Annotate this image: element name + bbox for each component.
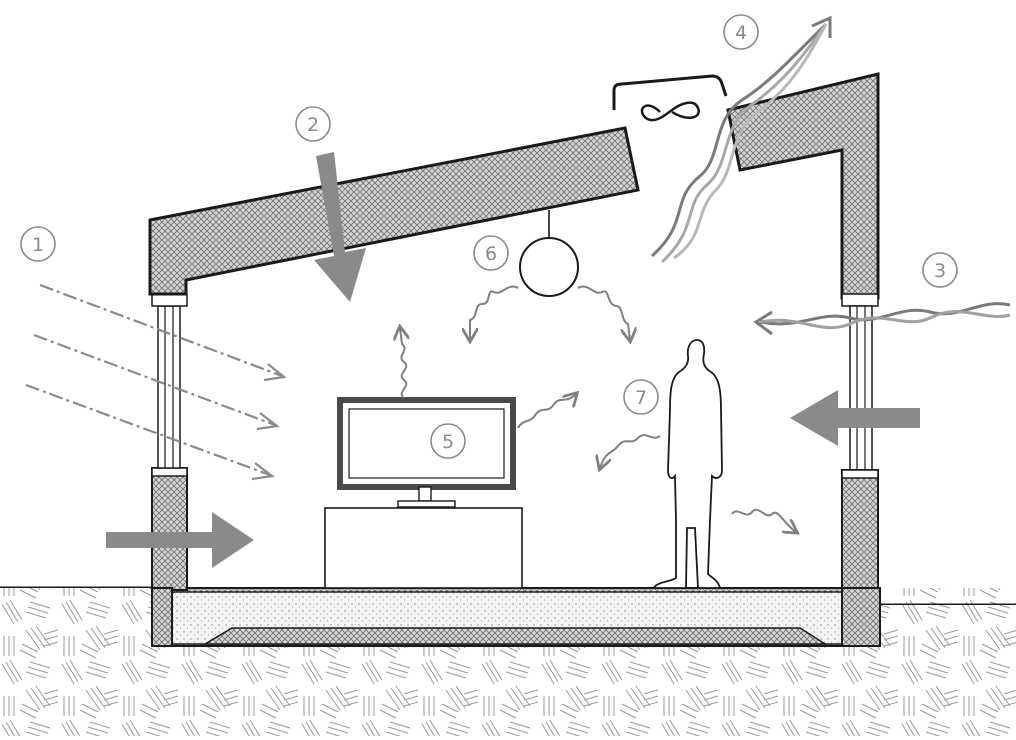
tv-stand — [324, 507, 523, 589]
person-silhouette-icon — [652, 339, 723, 589]
left-footing — [151, 587, 173, 647]
svg-text:4: 4 — [735, 22, 747, 44]
infiltration-wave-arrow — [753, 302, 1011, 336]
left-inflow-arrow — [106, 512, 254, 568]
marker-6: 6 — [473, 235, 509, 271]
svg-text:6: 6 — [485, 243, 497, 265]
marker-2: 2 — [295, 106, 331, 142]
infinity-icon — [640, 101, 700, 122]
internal-heat-squiggles — [400, 285, 796, 532]
svg-text:7: 7 — [635, 387, 647, 409]
floor-slab — [151, 587, 881, 647]
svg-text:2: 2 — [307, 114, 319, 136]
marker-7: 7 — [623, 379, 659, 415]
right-inflow-arrow — [790, 390, 920, 446]
solar-arrowheads — [251, 363, 287, 481]
light-bulb-icon — [519, 210, 579, 297]
roof-heat-arrow — [314, 152, 366, 302]
left-wall — [151, 293, 188, 591]
marker-5: 5 — [430, 423, 466, 459]
svg-text:3: 3 — [934, 260, 946, 282]
marker-3: 3 — [922, 252, 958, 288]
right-wall — [841, 293, 881, 647]
exhaust-wave-arrow — [650, 15, 832, 264]
svg-text:1: 1 — [32, 234, 44, 256]
roof-right — [726, 72, 880, 300]
marker-1: 1 — [20, 226, 56, 262]
marker-4: 4 — [723, 14, 759, 50]
solar-radiation-arrows — [25, 283, 283, 477]
television-icon — [337, 397, 516, 508]
svg-text:5: 5 — [442, 431, 454, 453]
roof-left — [148, 126, 640, 296]
ventilation-unit — [612, 74, 728, 122]
